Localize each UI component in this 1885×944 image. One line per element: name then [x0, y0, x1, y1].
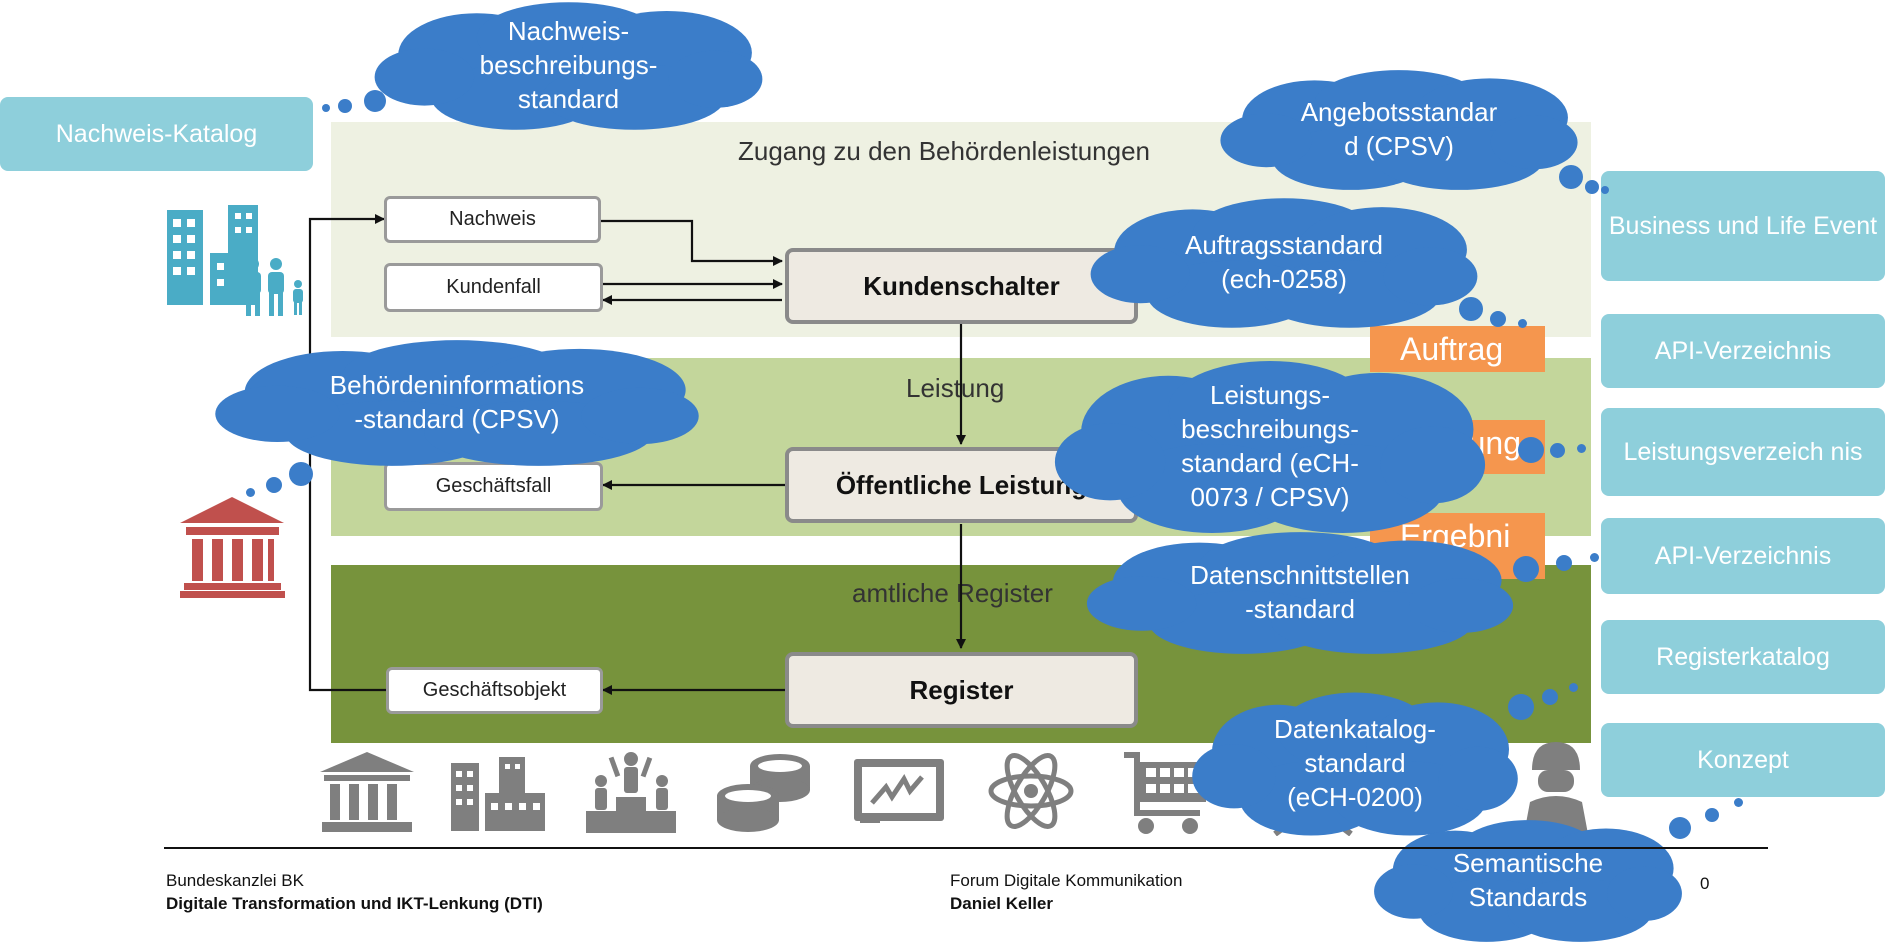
cloud-trail-dot: [1601, 186, 1609, 194]
cloud-behoerdeninformationsstandard-text: Behördeninformations -standard (CPSV): [329, 370, 585, 434]
api-verzeichnis-box-1: API-Verzeichnis: [1601, 314, 1885, 388]
register-box: Register: [785, 652, 1138, 728]
cloud-trail-dot: [1513, 556, 1539, 582]
cloud-trail-dot: [1550, 443, 1565, 458]
cloud-trail-dot: [266, 477, 282, 493]
access-band-label: Zugang zu den Behördenleistungen: [738, 136, 1150, 166]
cloud-semantische-standards: Semantische Standards: [1372, 818, 1684, 944]
service-band-label: Leistung: [906, 373, 1005, 403]
nachweis-katalog-box: Nachweis-Katalog: [0, 97, 313, 171]
cloud-semantische-standards-text: Semantische Standards: [1452, 848, 1604, 912]
cloud-datenkatalogstandard-text: Datenkatalog- standard (eCH-0200): [1274, 714, 1436, 812]
building-icon: [320, 752, 414, 832]
auftrag-box: Auftrag: [1370, 326, 1545, 372]
cloud-angebotsstandard-text: Angebotsstandar d (CPSV): [1300, 97, 1498, 161]
cloud-leistungsbeschreibungsstandard: Leistungs- beschreibungs- standard (eCH-…: [1052, 358, 1488, 536]
cloud-trail-dot: [1734, 798, 1743, 807]
footer-event: Forum Digitale Kommunikation: [950, 871, 1183, 890]
cloud-trail-dot: [1577, 444, 1586, 453]
footer-division: Digitale Transformation und IKT-Lenkung …: [166, 894, 543, 913]
kundenfall-box: Kundenfall: [384, 263, 603, 312]
cloud-trail-dot: [364, 90, 386, 112]
cloud-trail-dot: [1559, 165, 1583, 189]
cloud-nachweisbeschreibungsstandard: Nachweis- beschreibungs- standard: [372, 0, 765, 132]
cloud-trail-dot: [289, 462, 313, 486]
cloud-trail-dot: [1508, 694, 1534, 720]
cloud-trail-dot: [1518, 437, 1544, 463]
blackboard-icon: [852, 757, 946, 827]
footer-page-number: 0: [1700, 874, 1710, 893]
cloud-trail-dot: [1490, 311, 1506, 327]
footer-speaker: Daniel Keller: [950, 894, 1053, 913]
cloud-angebotsstandard: Angebotsstandar d (CPSV): [1218, 68, 1580, 192]
footer-divider: [164, 847, 1768, 849]
api-verzeichnis-box-2: API-Verzeichnis: [1601, 518, 1885, 594]
cloud-trail-dot: [1590, 553, 1599, 562]
cloud-trail-dot: [1569, 683, 1578, 692]
cloud-datenschnittstellenstandard-text: Datenschnittstellen -standard: [1190, 560, 1410, 624]
cloud-leistungsbeschreibungsstandard-text: Leistungs- beschreibungs- standard (eCH-…: [1181, 380, 1359, 512]
people-podium-icon: [586, 749, 676, 833]
cloud-auftragsstandard-text: Auftragsstandard (ech-0258): [1184, 230, 1383, 294]
cloud-trail-dot: [1459, 297, 1483, 321]
cloud-trail-dot: [1705, 808, 1719, 822]
cloud-nachweisbeschreibungsstandard-text: Nachweis- beschreibungs- standard: [479, 16, 658, 114]
atom-icon: [988, 749, 1074, 833]
cloud-trail-dot: [1518, 319, 1527, 328]
business-life-event-box: Business und Life Event: [1601, 171, 1885, 281]
register-band-label: amtliche Register: [852, 578, 1053, 608]
cloud-trail-dot: [1556, 555, 1572, 571]
cloud-trail-dot: [338, 99, 352, 113]
leistungsverzeichnis-box: Leistungsverzeich nis: [1601, 408, 1885, 496]
cloud-trail-dot: [1585, 180, 1599, 194]
registerkatalog-box: Registerkatalog: [1601, 620, 1885, 694]
office-buildings-icon: [451, 757, 545, 831]
cloud-behoerdeninformationsstandard: Behördeninformations -standard (CPSV): [212, 338, 702, 468]
cloud-trail-dot: [246, 488, 255, 497]
cloud-datenschnittstellenstandard: Datenschnittstellen -standard: [1084, 530, 1516, 656]
coins-icon: [716, 752, 811, 832]
footer-org: Bundeskanzlei BK: [166, 871, 304, 890]
geschaeftsfall-box: Geschäftsfall: [384, 462, 603, 511]
authority-building-icon: [180, 497, 285, 598]
citizens-business-icon: [165, 205, 310, 317]
konzept-box: Konzept: [1601, 723, 1885, 797]
kundenschalter-box: Kundenschalter: [785, 248, 1138, 324]
cloud-trail-dot: [1542, 689, 1558, 705]
nachweis-box: Nachweis: [384, 196, 601, 243]
cloud-trail-dot: [322, 104, 330, 112]
cloud-datenkatalogstandard: Datenkatalog- standard (eCH-0200): [1190, 690, 1520, 838]
cloud-trail-dot: [1669, 817, 1691, 839]
cloud-auftragsstandard: Auftragsstandard (ech-0258): [1088, 196, 1480, 330]
geschaeftsobjekt-box: Geschäftsobjekt: [386, 667, 603, 714]
